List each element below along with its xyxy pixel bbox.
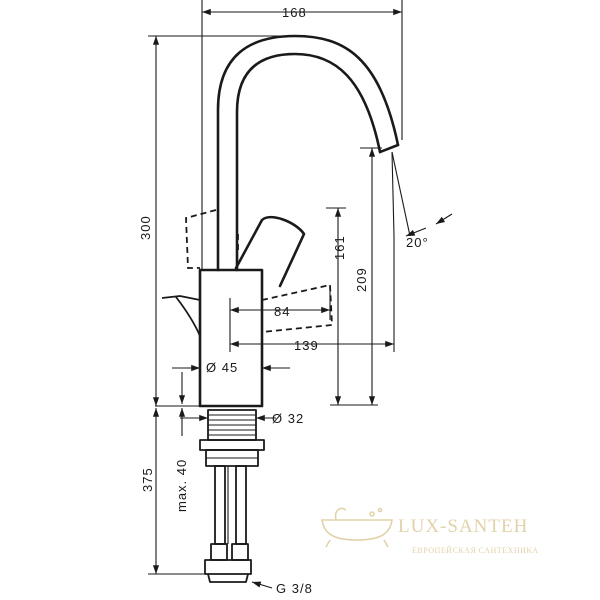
dimension-lines xyxy=(152,8,453,589)
label-84: 84 xyxy=(274,304,290,319)
label-d32: Ø 32 xyxy=(272,411,304,426)
shank-threads xyxy=(208,414,256,436)
watermark-brand: LUX-SANTEH xyxy=(398,516,528,537)
hose-nut xyxy=(204,559,252,575)
faucet-handle xyxy=(234,215,306,288)
handle-alt-position-front xyxy=(261,283,333,333)
hose-fitting-left xyxy=(210,543,228,561)
label-168: 168 xyxy=(282,5,307,20)
watermark: LUX-SANTEH ЕВРОПЕЙСКАЯ САНТЕХНИКА xyxy=(321,507,538,555)
flow-line xyxy=(391,151,411,237)
faucet-body xyxy=(198,268,264,408)
spout-outlet xyxy=(378,143,400,154)
label-161: 161 xyxy=(332,235,347,260)
faucet-outline xyxy=(155,34,411,583)
dimension-labels: 168 300 20° 209 161 84 139 Ø 45 Ø 32 375… xyxy=(138,5,429,596)
label-max40: max. 40 xyxy=(174,459,189,512)
label-375: 375 xyxy=(140,467,155,492)
supply-hose-left xyxy=(214,465,226,545)
faucet-spout-outer xyxy=(216,34,400,272)
bathtub-logo-icon xyxy=(321,507,393,548)
watermark-tagline: ЕВРОПЕЙСКАЯ САНТЕХНИКА xyxy=(412,546,538,555)
handle-alt-position-rear xyxy=(185,209,217,269)
lock-nut xyxy=(199,439,265,451)
supply-hose-right xyxy=(235,465,247,545)
extension-lines xyxy=(148,0,403,575)
label-g38: G 3/8 xyxy=(276,581,313,596)
label-d45: Ø 45 xyxy=(206,360,238,375)
label-20deg: 20° xyxy=(406,235,429,250)
hose-fitting-right xyxy=(231,543,249,561)
label-300: 300 xyxy=(138,215,153,240)
drain-lever xyxy=(161,295,201,337)
label-139: 139 xyxy=(294,338,319,353)
label-209: 209 xyxy=(354,267,369,292)
faucet-spout-inner xyxy=(235,52,382,272)
